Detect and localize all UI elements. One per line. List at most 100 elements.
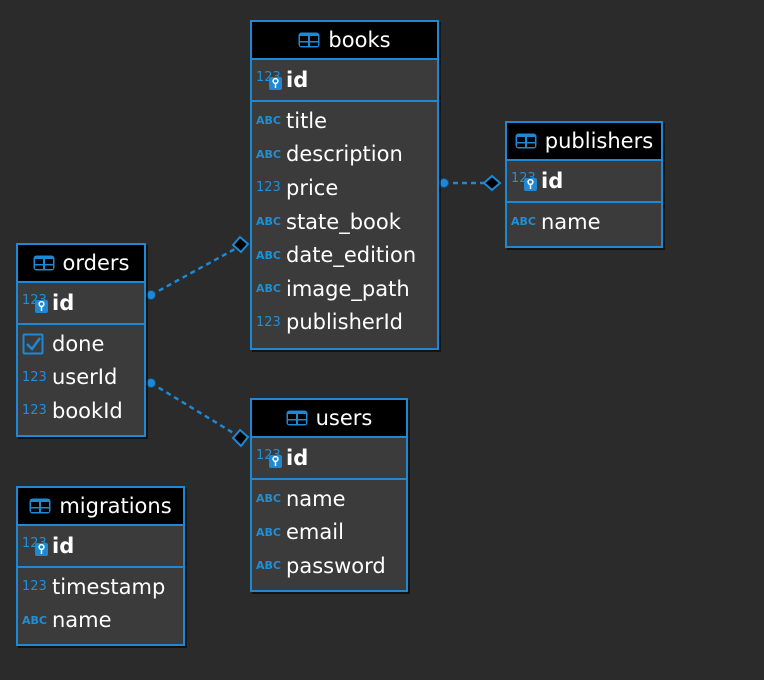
type-glyph: ABC xyxy=(511,215,536,229)
type-glyph: 123 xyxy=(22,403,47,419)
column-name: id xyxy=(541,169,564,193)
text-type-icon: ABC xyxy=(511,215,541,228)
text-type-icon: ABC xyxy=(256,114,286,127)
column-row[interactable]: ABC title xyxy=(252,104,437,138)
type-glyph: ABC xyxy=(256,559,281,573)
text-type-icon: ABC xyxy=(256,559,286,572)
column-row[interactable]: 123 userId xyxy=(18,361,144,395)
text-type-icon: ABC xyxy=(22,614,52,627)
column-row[interactable]: ABC name xyxy=(18,604,183,638)
column-row[interactable]: ABC description xyxy=(252,138,437,172)
column-name: timestamp xyxy=(52,574,166,599)
table-icon xyxy=(286,410,308,426)
table-icon xyxy=(33,255,55,271)
column-row[interactable]: ABC password xyxy=(252,549,406,583)
column-name: id xyxy=(52,534,75,558)
table-header[interactable]: migrations xyxy=(18,488,183,526)
key-numeric-icon: 123 xyxy=(511,170,541,192)
column-name: password xyxy=(286,553,386,578)
table-header[interactable]: books xyxy=(252,22,437,60)
type-glyph: ABC xyxy=(256,282,281,296)
relation-source-dot xyxy=(439,178,449,188)
column-row[interactable]: 123 timestamp xyxy=(18,570,183,604)
type-glyph: 123 xyxy=(256,180,281,196)
relation-orders-books-line xyxy=(150,247,236,297)
column-name: name xyxy=(541,209,601,234)
table-header[interactable]: users xyxy=(252,400,406,438)
column-name: done xyxy=(52,331,105,356)
key-numeric-icon: 123 xyxy=(22,535,52,557)
text-type-icon: ABC xyxy=(256,282,286,295)
relation-source-dot xyxy=(146,290,156,300)
type-glyph: ABC xyxy=(256,147,281,161)
table-icon xyxy=(29,498,51,514)
numeric-type-icon: 123 xyxy=(22,403,52,418)
column-list: done 123 userId 123 bookId xyxy=(18,325,144,428)
column-name: userId xyxy=(52,365,118,390)
column-name: bookId xyxy=(52,398,123,423)
column-row[interactable]: 123 bookId xyxy=(18,394,144,428)
column-row[interactable]: 123 price xyxy=(252,171,437,205)
column-row[interactable]: ABC email xyxy=(252,516,406,550)
checkbox-icon xyxy=(22,333,52,355)
type-glyph: 123 xyxy=(22,369,47,385)
text-type-icon: ABC xyxy=(256,492,286,505)
type-glyph: ABC xyxy=(256,114,281,128)
table-header[interactable]: orders xyxy=(18,245,144,283)
numeric-type-icon: 123 xyxy=(22,370,52,385)
table-header[interactable]: publishers xyxy=(507,123,661,161)
column-name: price xyxy=(286,175,339,200)
column-row[interactable]: ABC name xyxy=(507,205,661,239)
text-type-icon: ABC xyxy=(256,215,286,228)
column-row[interactable]: ABC date_edition xyxy=(252,238,437,272)
type-glyph: ABC xyxy=(22,613,47,627)
column-row[interactable]: ABC image_path xyxy=(252,272,437,306)
numeric-type-icon: 123 xyxy=(22,579,52,594)
column-row[interactable]: done xyxy=(18,327,144,361)
column-name: title xyxy=(286,108,328,133)
type-glyph: ABC xyxy=(256,215,281,229)
relation-target-diamond xyxy=(482,174,502,192)
relation-orders-users-line xyxy=(150,381,236,436)
type-glyph: 123 xyxy=(22,579,47,595)
key-numeric-icon: 123 xyxy=(256,447,286,469)
table-icon xyxy=(298,32,320,48)
column-name: state_book xyxy=(286,209,401,234)
text-type-icon: ABC xyxy=(256,148,286,161)
table-name: publishers xyxy=(544,129,654,153)
column-name: date_edition xyxy=(286,243,417,268)
type-glyph: ABC xyxy=(256,525,281,539)
type-glyph: ABC xyxy=(256,248,281,262)
column-list: ABC name xyxy=(507,203,661,239)
column-name: image_path xyxy=(286,276,410,301)
column-name: id xyxy=(52,291,75,315)
column-name: id xyxy=(286,68,309,92)
table-name: users xyxy=(315,406,373,430)
relation-target-diamond xyxy=(231,235,250,254)
column-name: name xyxy=(286,486,346,511)
column-name: name xyxy=(52,608,112,633)
table-icon xyxy=(515,133,537,149)
numeric-type-icon: 123 xyxy=(256,315,286,330)
column-name: description xyxy=(286,142,403,167)
column-name: email xyxy=(286,520,344,545)
relation-source-dot xyxy=(146,378,156,388)
key-numeric-icon: 123 xyxy=(256,69,286,91)
column-row[interactable]: ABC state_book xyxy=(252,205,437,239)
key-numeric-icon: 123 xyxy=(22,292,52,314)
